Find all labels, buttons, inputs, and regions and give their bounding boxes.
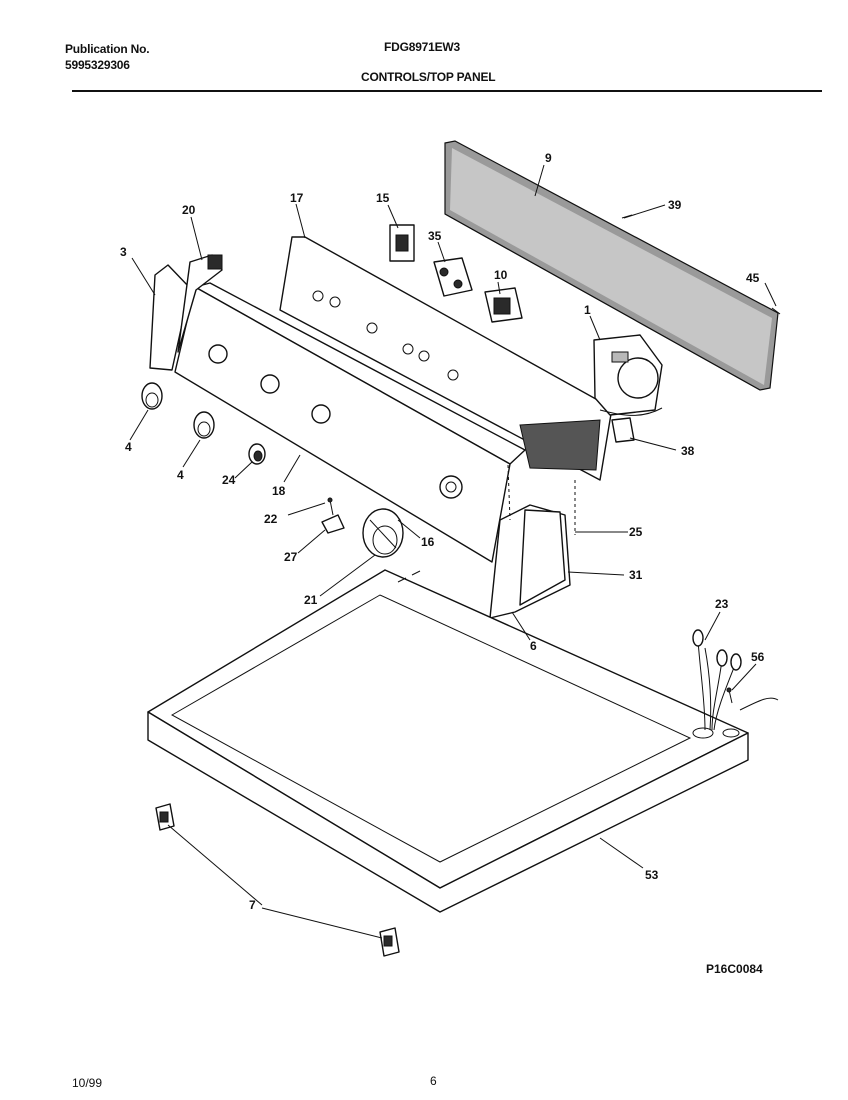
callout-16: 16 [421, 535, 435, 549]
callout-25: 25 [629, 525, 643, 539]
callout-53: 53 [645, 868, 659, 882]
callout-15: 15 [376, 191, 390, 205]
callout-4a: 4 [125, 440, 132, 454]
publication-number: 5995329306 [65, 58, 130, 72]
top-panel-part-53 [147, 569, 749, 913]
callout-31: 31 [629, 568, 643, 582]
callout-17: 17 [290, 191, 304, 205]
callout-56: 56 [751, 650, 765, 664]
button-part-24 [248, 443, 266, 465]
hinge-clip-part-7-b [379, 927, 400, 957]
callout-18: 18 [272, 484, 286, 498]
wire-harness-part-23 [692, 629, 779, 731]
control-board-part-17 [279, 236, 613, 481]
hinge-clip-part-7-a [155, 803, 175, 831]
section-title: CONTROLS/TOP PANEL [361, 70, 496, 84]
control-panel-part-18 [174, 282, 526, 563]
right-end-cap-part-31 [489, 504, 571, 619]
screw-part-22 [327, 497, 334, 516]
callout-1: 1 [584, 303, 591, 317]
leader-lines [129, 164, 777, 939]
screw-part-56 [726, 687, 733, 704]
callout-6: 6 [530, 639, 537, 653]
callout-3: 3 [120, 245, 127, 259]
header-rule [72, 90, 822, 92]
callout-39: 39 [668, 198, 682, 212]
callout-23: 23 [715, 597, 729, 611]
callout-45: 45 [746, 271, 760, 285]
switch-part-10 [484, 287, 523, 323]
callout-35: 35 [428, 229, 442, 243]
callout-22: 22 [264, 512, 278, 526]
timer-part-1 [593, 334, 663, 416]
callout-20: 20 [182, 203, 196, 217]
diagram-code: P16C0084 [706, 962, 763, 976]
rear-panel-part-9 [444, 140, 779, 391]
callout-24: 24 [222, 473, 236, 487]
callout-7: 7 [249, 898, 256, 912]
footer-date: 10/99 [72, 1076, 103, 1090]
page-number: 6 [430, 1074, 437, 1088]
callout-labels: 9 39 45 15 35 10 1 17 20 3 4 4 24 18 22 … [120, 151, 765, 912]
callout-4b: 4 [177, 468, 184, 482]
selector-knob-part-21 [362, 508, 404, 558]
clip-part-27 [321, 514, 345, 534]
publication-label: Publication No. [65, 42, 150, 56]
callout-21: 21 [304, 593, 318, 607]
callout-10: 10 [494, 268, 508, 282]
knob-part-4-b [193, 411, 215, 439]
relay-part-35 [433, 257, 473, 297]
model-number: FDG8971EW3 [384, 40, 461, 54]
callout-9: 9 [545, 151, 552, 165]
harness-part-38 [599, 407, 663, 443]
switch-part-15 [389, 224, 415, 262]
left-end-cap-part-3-20 [149, 254, 223, 371]
callout-38: 38 [681, 444, 695, 458]
screw-part-45 [771, 307, 781, 315]
callout-27: 27 [284, 550, 298, 564]
knob-part-4-a [141, 382, 163, 410]
